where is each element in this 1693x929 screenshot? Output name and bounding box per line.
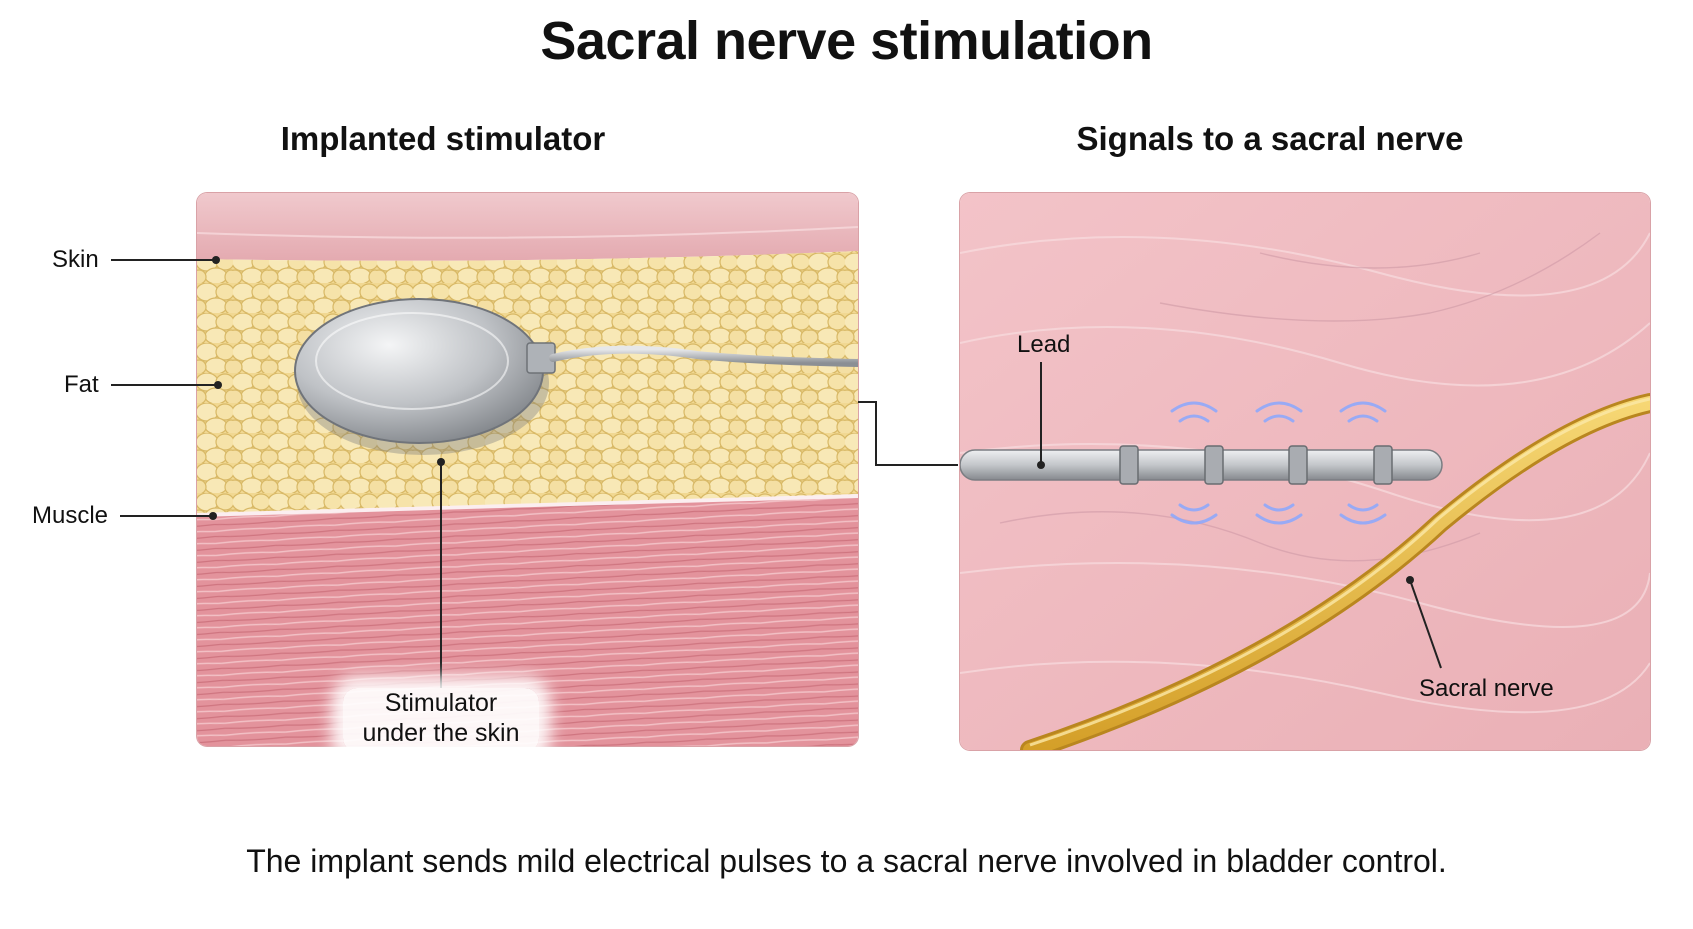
stimulator-label: Stimulator under the skin <box>343 688 539 752</box>
nerve-closeup-illustration <box>960 193 1650 750</box>
diagram-title: Sacral nerve stimulation <box>540 11 1153 71</box>
diagram-caption: The implant sends mild electrical pulses… <box>246 843 1447 879</box>
muscle-label: Muscle <box>32 502 109 529</box>
tissue-cross-section-illustration <box>197 193 858 746</box>
skin-label: Skin <box>52 246 99 273</box>
tissue-cross-section-panel <box>197 193 858 746</box>
sacral-nerve-label: Sacral nerve <box>1419 675 1554 702</box>
nerve-closeup-panel <box>960 193 1650 750</box>
stimulator-label-line1: Stimulator <box>384 689 498 717</box>
stimulator-label-line2: under the skin <box>362 719 520 747</box>
right-panel-heading: Signals to a sacral nerve <box>1076 120 1464 157</box>
left-panel-heading: Implanted stimulator <box>280 120 606 157</box>
lead-label: Lead <box>1017 331 1071 358</box>
fat-label: Fat <box>64 371 99 398</box>
